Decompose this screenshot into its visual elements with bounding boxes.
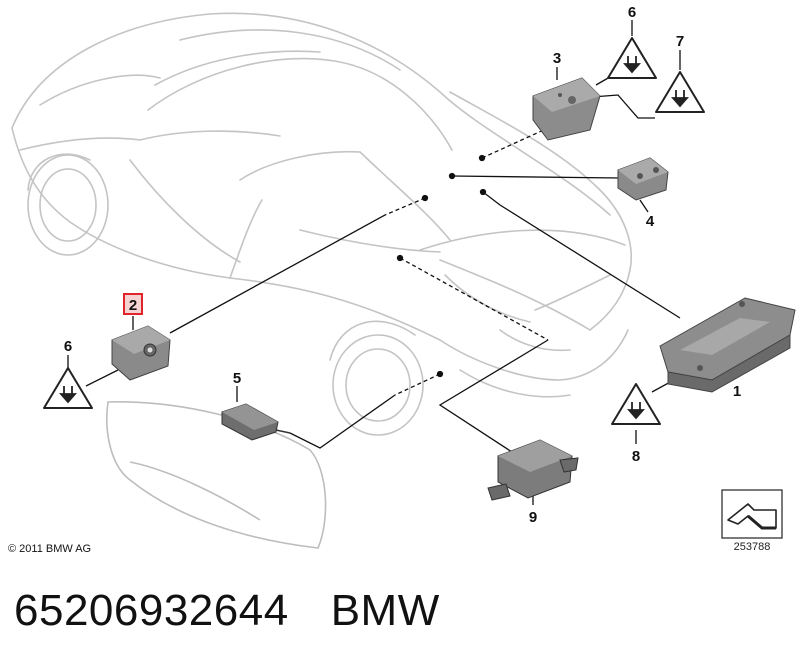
warning-triangle-icon xyxy=(43,367,93,409)
part-4-module xyxy=(617,157,669,201)
callout-7: 7 xyxy=(676,33,684,50)
warning-triangle-icon xyxy=(611,383,661,425)
callout-3: 3 xyxy=(553,50,561,67)
copyright-text: © 2011 BMW AG xyxy=(8,543,92,555)
callout-9: 9 xyxy=(529,509,537,526)
callout-2-highlight: 2 xyxy=(123,293,143,315)
callout-8: 8 xyxy=(632,448,640,465)
side-panel-outline xyxy=(106,401,327,549)
callout-6-left: 6 xyxy=(64,338,72,355)
car-outline xyxy=(11,12,632,436)
warning-triangle-icon xyxy=(655,71,705,113)
leader-lines xyxy=(67,20,738,505)
brand-name: BMW xyxy=(330,586,440,635)
callout-4: 4 xyxy=(646,213,655,230)
callout-5: 5 xyxy=(233,370,241,387)
callout-6-top: 6 xyxy=(628,4,636,21)
part-9-module xyxy=(487,439,579,501)
part-footer: 65206932644 BMW xyxy=(14,586,440,636)
part-5-antenna-amplifier xyxy=(221,403,291,441)
part-number: 65206932644 xyxy=(14,586,289,635)
part-1-control-unit xyxy=(659,297,796,393)
reference-arrow-icon xyxy=(721,489,783,539)
callout-1: 1 xyxy=(733,383,741,400)
part-2-module xyxy=(111,325,171,381)
reference-number: 253788 xyxy=(733,541,771,553)
callout-2: 2 xyxy=(129,297,137,314)
warning-triangle-icon xyxy=(607,37,657,79)
part-3-module xyxy=(532,77,601,141)
